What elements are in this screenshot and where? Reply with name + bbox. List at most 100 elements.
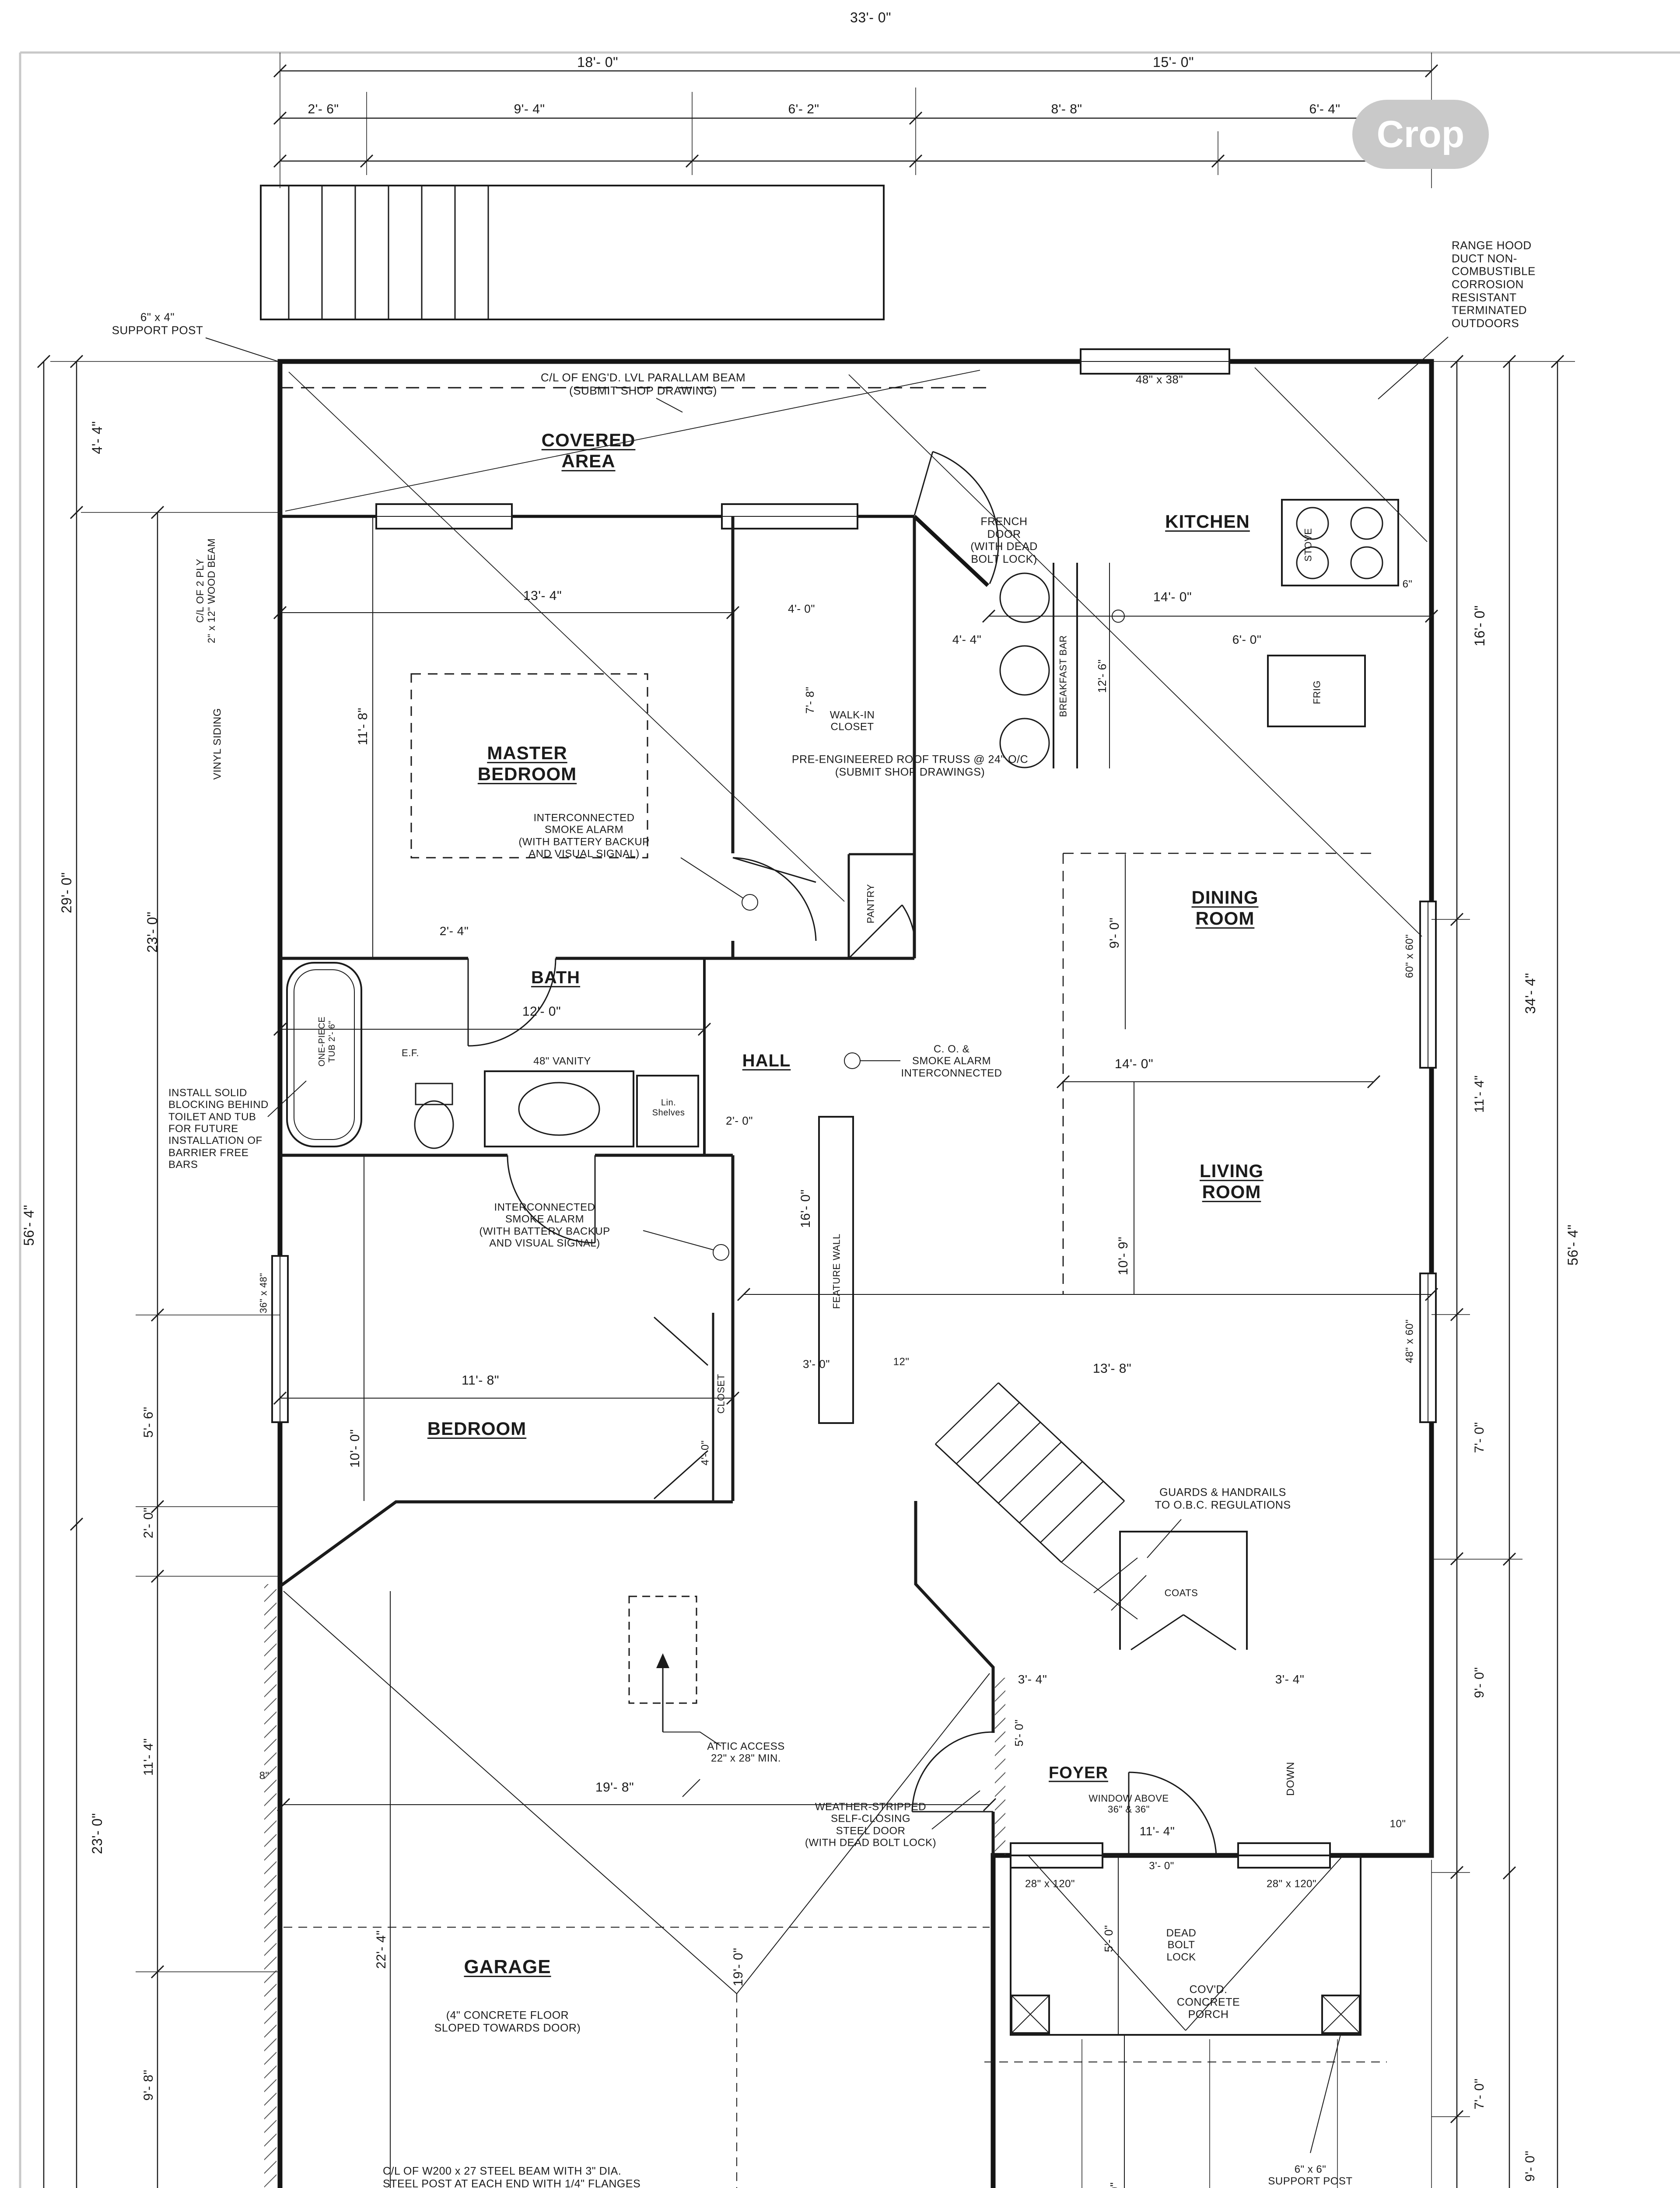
dim-right-9-0-lower: 9'- 0" <box>1522 2150 1537 2182</box>
room-hall: HALL <box>742 1051 791 1071</box>
label-vanity: 48" VANITY <box>533 1055 591 1067</box>
dim-2-4: 2'- 4" <box>439 924 469 938</box>
label-lin-shelves: Lin. Shelves <box>652 1098 685 1118</box>
dim-closet-4-0: 4'- 0" <box>788 602 815 616</box>
dim-hall-3-0: 3'- 0" <box>803 1357 830 1371</box>
dim-left-9-8: 9'- 8" <box>141 2069 156 2101</box>
bath-fixtures <box>286 962 699 1149</box>
label-feature-wall: FEATURE WALL <box>831 1233 842 1309</box>
dim-left-23-0-lower: 23'- 0" <box>89 1813 105 1854</box>
note-range-hood: RANGE HOOD DUCT NON- COMBUSTIBLE CORROSI… <box>1452 238 1536 330</box>
dim-bath-12-0: 12'- 0" <box>522 1004 561 1019</box>
dim-left-29-0: 29'- 0" <box>58 872 74 913</box>
dim-closet-7-8: 7'- 8" <box>803 687 817 714</box>
dim-right-16-0: 16'- 0" <box>1471 605 1488 646</box>
dim-garage-22-4: 22'- 4" <box>374 1930 388 1969</box>
dim-left-5-6: 5'- 6" <box>141 1406 156 1438</box>
label-stove: STOVE <box>1302 528 1314 562</box>
dim-garage-19-0: 19'- 0" <box>731 1947 746 1987</box>
note-dead-bolt-lock: DEAD BOLT LOCK <box>1166 1927 1197 1963</box>
room-bath: BATH <box>531 968 581 988</box>
coats-closet <box>1119 1531 1248 1651</box>
label-window-36-48: 36" x 48" <box>258 1273 269 1314</box>
page-edge-lines <box>19 51 1680 2188</box>
dim-right-7-0-lower: 7'- 0" <box>1472 2078 1487 2110</box>
label-window-60-60: 60" x 60" <box>1404 934 1416 978</box>
room-garage: GARAGE <box>464 1956 551 1978</box>
room-bedroom: BEDROOM <box>427 1418 527 1439</box>
dim-kitchen-6-0: 6'- 0" <box>1232 633 1262 647</box>
dim-right-56-4: 56'- 4" <box>1564 1224 1581 1266</box>
note-vinyl-siding: VINYL SIDING <box>211 708 224 780</box>
dim-10in: 10" <box>1390 1818 1406 1830</box>
dim-top-6-2: 6'- 2" <box>788 102 819 116</box>
label-exhaust-fan: E.F. <box>402 1047 419 1059</box>
label-one-piece-tub: ONE-PIECE TUB 2'- 6" <box>317 1016 337 1067</box>
crop-badge-label: Crop <box>1376 113 1465 155</box>
room-master-bedroom: MASTER BEDROOM <box>477 743 577 784</box>
basement-stairs <box>934 1382 1147 1620</box>
dim-right-34-4: 34'- 4" <box>1522 973 1538 1014</box>
rear-deck <box>260 185 885 320</box>
note-support-post-left: 6" x 4" SUPPORT POST <box>112 310 203 337</box>
dim-foyer-5-0: 5'- 0" <box>1012 1719 1026 1746</box>
dim-bedroom-11-8: 11'- 8" <box>461 1373 500 1388</box>
note-guards-handrails: GUARDS & HANDRAILS TO O.B.C. REGULATIONS <box>1155 1486 1291 1511</box>
master-dashed-box <box>410 673 648 859</box>
crop-badge[interactable]: Crop <box>1352 100 1489 169</box>
note-smoke-alarm-master: INTERCONNECTED SMOKE ALARM (WITH BATTERY… <box>518 812 650 860</box>
note-window-above: WINDOW ABOVE 36" & 36" <box>1088 1792 1169 1815</box>
dim-foyer-11-4: 11'- 4" <box>1139 1824 1175 1838</box>
dim-top-9-4: 9'- 4" <box>514 102 545 116</box>
dim-dining-14-0: 14'- 0" <box>1114 1056 1154 1071</box>
dim-left-11-4: 11'- 4" <box>141 1738 156 1776</box>
note-weather-stripped-door: WEATHER-STRIPPED SELF-CLOSING STEEL DOOR… <box>805 1801 937 1849</box>
kitchen-fixtures <box>999 499 1399 768</box>
leader-lines <box>205 337 1449 1830</box>
dim-hall-12in: 12" <box>893 1356 910 1368</box>
note-covered-porch: COV'D. CONCRETE PORCH <box>1176 1983 1240 2021</box>
dim-living-10-9: 10'- 9" <box>1116 1236 1130 1276</box>
dim-master-11-8: 11'- 8" <box>355 707 370 746</box>
note-wood-beam: C/L OF 2 PLY 2" x 12" WOOD BEAM <box>194 538 217 644</box>
dim-top-33-0: 33'- 0" <box>850 9 891 25</box>
label-window-28-120-left: 28" x 120" <box>1025 1878 1075 1890</box>
dim-top-8-8: 8'- 8" <box>1051 102 1082 116</box>
doors <box>467 451 1217 1856</box>
room-foyer: FOYER <box>1049 1764 1108 1782</box>
dim-top-2-6: 2'- 6" <box>308 102 339 116</box>
roof-valley-lines <box>285 367 1428 937</box>
room-living-room: LIVING ROOM <box>1199 1161 1264 1202</box>
dim-bedroom-10-0: 10'- 0" <box>347 1429 362 1468</box>
label-walk-in-closet: WALK-IN CLOSET <box>830 709 875 733</box>
dim-left-2-0: 2'- 0" <box>141 1507 156 1539</box>
dim-porch-7-0: 7'- 0" <box>1108 2182 1122 2188</box>
dim-garage-8in: 8" <box>259 1770 270 1782</box>
dim-top-6-4: 6'- 4" <box>1309 102 1340 116</box>
dim-right-9-0-upper: 9'- 0" <box>1472 1667 1487 1698</box>
garage-roof-lines <box>283 1591 990 2188</box>
dim-hall-2-0: 2'- 0" <box>726 1114 753 1128</box>
dim-front-door-3-0: 3'- 0" <box>1149 1860 1174 1872</box>
note-steel-beam: C/L OF W200 x 27 STEEL BEAM WITH 3" DIA.… <box>383 2165 641 2188</box>
dim-kitchen-14-0: 14'- 0" <box>1153 589 1192 604</box>
note-solid-blocking: INSTALL SOLID BLOCKING BEHIND TOILET AND… <box>168 1087 269 1171</box>
label-coats: COATS <box>1164 1587 1198 1599</box>
note-support-post-brick: 6" x 6" SUPPORT POST COV'D. IN BRICK <box>1267 2163 1354 2188</box>
note-roof-truss: PRE-ENGINEERED ROOF TRUSS @ 24" O/C (SUB… <box>791 753 1029 778</box>
dim-garage-19-8: 19'- 8" <box>595 1780 634 1795</box>
label-window-28-120-right: 28" x 120" <box>1266 1878 1317 1890</box>
label-down: DOWN <box>1284 1762 1297 1796</box>
label-window-48-38: 48" x 38" <box>1135 373 1183 386</box>
dim-left-4-4: 4'- 4" <box>89 421 105 454</box>
note-garage-floor: (4" CONCRETE FLOOR SLOPED TOWARDS DOOR) <box>434 2009 581 2034</box>
note-smoke-alarm-bedroom: INTERCONNECTED SMOKE ALARM (WITH BATTERY… <box>479 1201 610 1249</box>
dim-porch-5-0: 5'- 0" <box>1102 1925 1116 1952</box>
brick-veneer-hatch <box>264 1584 1005 2188</box>
label-breakfast-bar: BREAKFAST BAR <box>1057 635 1069 717</box>
dim-top-18-0: 18'- 0" <box>577 54 618 70</box>
dim-breakfast-12-6: 12'- 6" <box>1096 659 1109 693</box>
dimension-ticks <box>37 64 1564 2124</box>
